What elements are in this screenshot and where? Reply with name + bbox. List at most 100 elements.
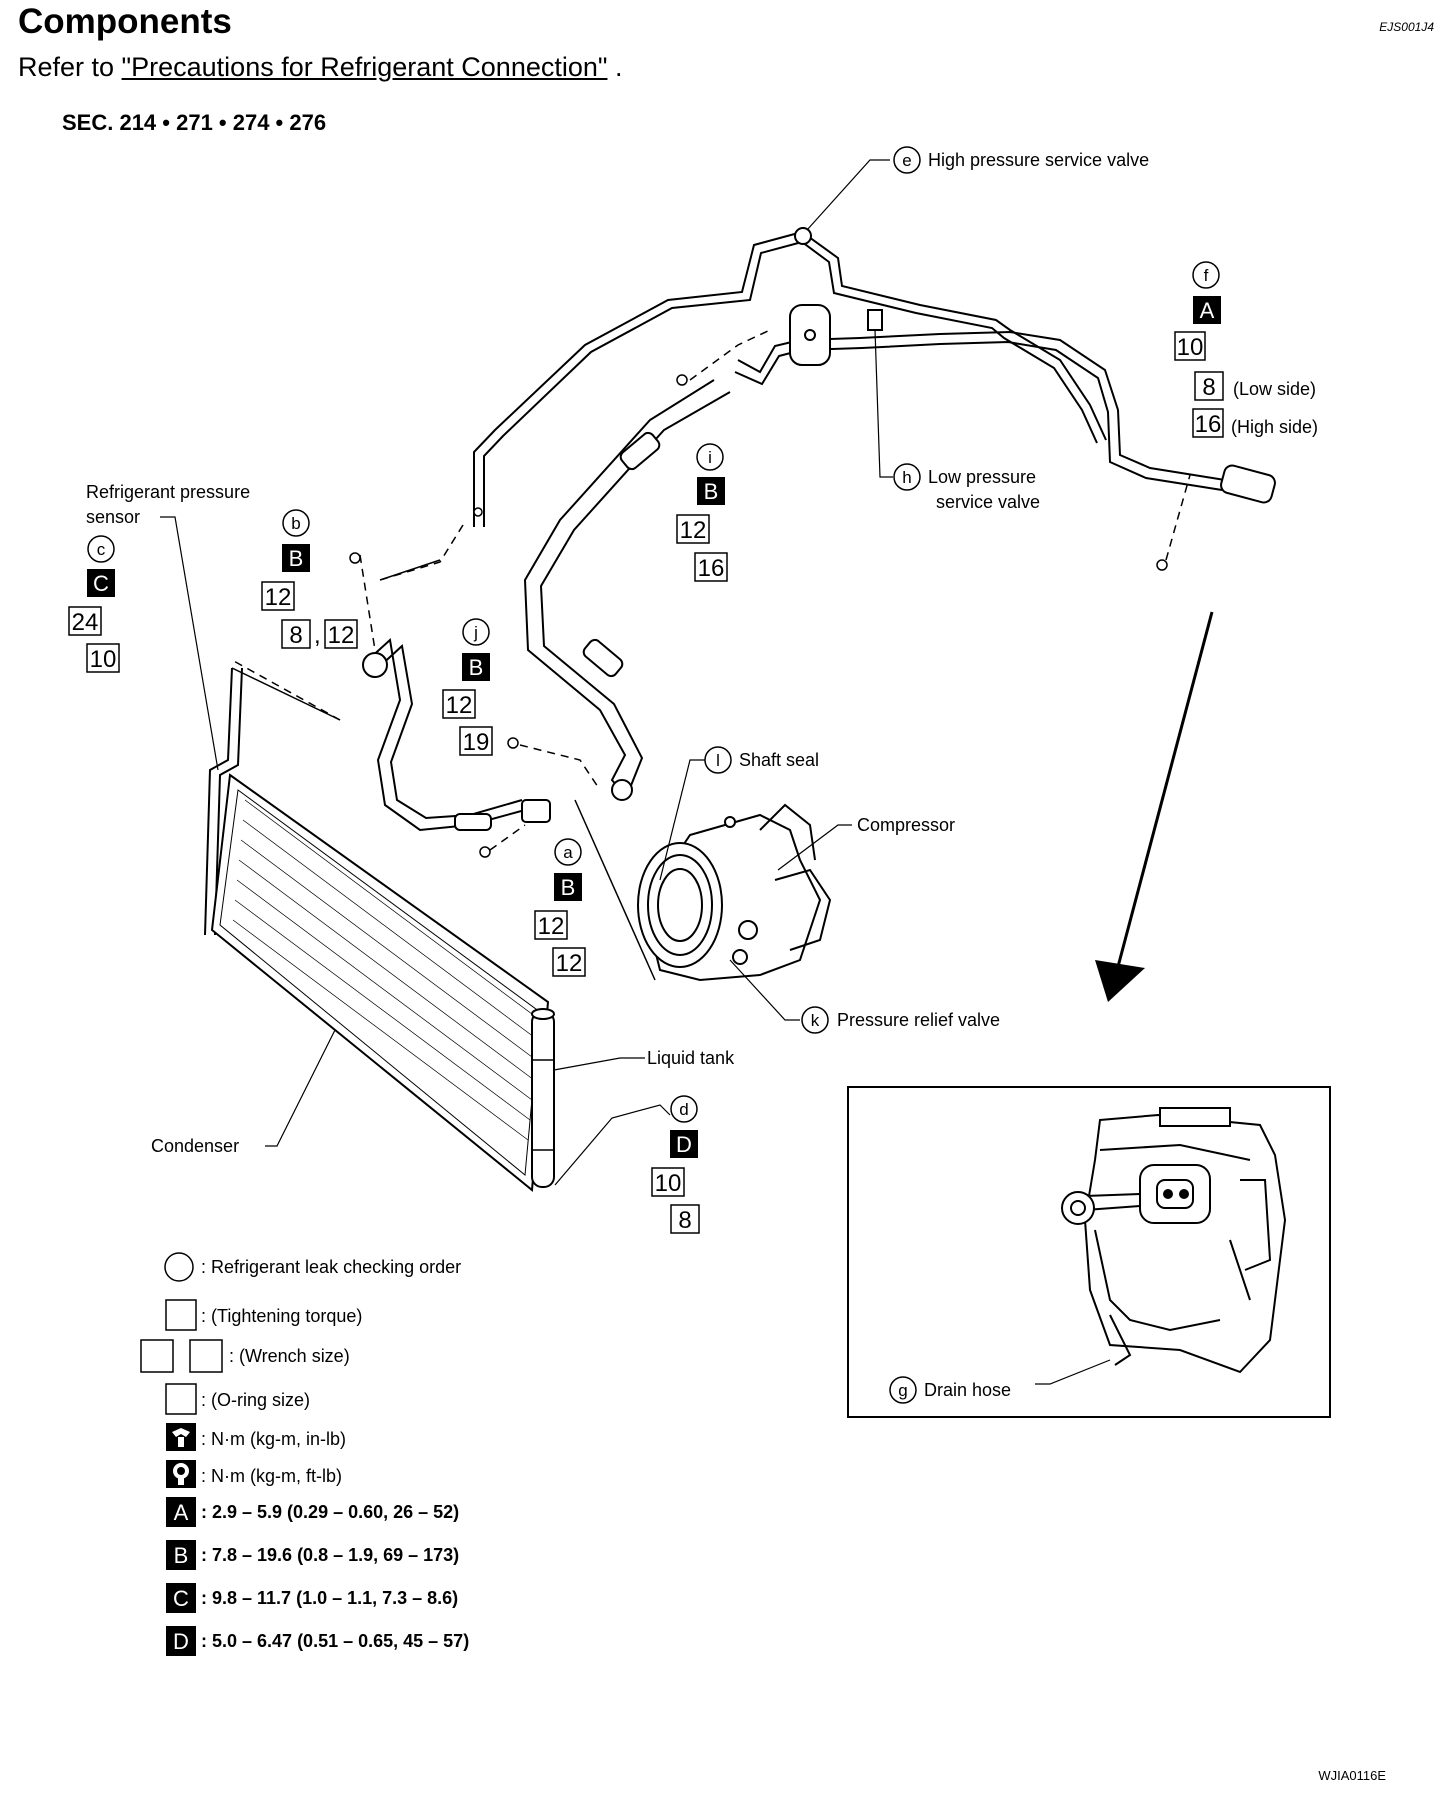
drain-hose-label: Drain hose (924, 1380, 1011, 1400)
callout-f-torque-class: A (1200, 298, 1215, 323)
callout-h-circle (893, 463, 921, 491)
callout-a-circle (554, 838, 582, 866)
legend-torque-symbol (165, 1299, 197, 1331)
callout-l-circle (704, 746, 732, 774)
torque-wrench-icon (166, 1423, 196, 1451)
expansion-valve-fitting-inner (1070, 1200, 1086, 1216)
callout-f-high-side-label: (High side) (1231, 417, 1318, 437)
legend-oring-text: : (O-ring size) (201, 1390, 310, 1410)
precautions-link[interactable]: "Precautions for Refrigerant Connection" (121, 52, 608, 82)
callout-c-wrench-box (68, 606, 102, 636)
fitting-bolt-hole (804, 329, 816, 341)
callout-d-wrench-size: 10 (655, 1170, 682, 1197)
condenser-label: Condenser (151, 1136, 239, 1156)
callout-a-torque-class-box (554, 873, 582, 901)
callout-f-torque-class-box (1193, 296, 1221, 324)
low-pressure-service-valve-label-line1: Low pressure (928, 467, 1036, 487)
figure-code: WJIA0116E (1318, 1768, 1386, 1783)
compressor-fitting (738, 920, 758, 940)
callout-j-circle (462, 618, 490, 646)
discharge-hose-sleeve (454, 813, 492, 831)
callout-f-wrench-size: 10 (1177, 334, 1204, 361)
callout-j-torque-class-box (462, 653, 490, 681)
condenser-fins (232, 799, 541, 1141)
callout-c-torque-class: C (93, 571, 109, 596)
callout-e-letter: e (902, 151, 911, 170)
callout-i-torque-class-box (697, 477, 725, 505)
legend-c-value: : 9.8 – 11.7 (1.0 – 1.1, 7.3 – 8.6) (201, 1588, 458, 1608)
callout-f-oring-high-box (1192, 408, 1224, 438)
document-code: EJS001J4 (1379, 20, 1434, 34)
callout-c-oring-box (86, 643, 120, 673)
callout-h-letter: h (902, 468, 911, 487)
compressor-pulley (637, 842, 723, 968)
callout-a-oring-box (552, 947, 586, 977)
refrigerant-pressure-sensor-label-line1: Refrigerant pressure (86, 482, 250, 502)
compressor-inlet-fitting (611, 779, 633, 801)
box-wrench-icon (166, 1460, 196, 1488)
legend-b-value: : 7.8 – 19.6 (0.8 – 1.9, 69 – 173) (201, 1545, 459, 1565)
legend-oring-symbol (165, 1383, 197, 1415)
legend-d-letter: D (173, 1629, 189, 1654)
callout-f-wrench-box (1174, 331, 1206, 361)
expansion-valve-fitting (1061, 1191, 1095, 1225)
callout-a-wrench-box (534, 910, 568, 940)
callout-i-circle (696, 443, 724, 471)
right-pipe-flange (1220, 464, 1276, 504)
callout-j-oring-box (459, 726, 493, 756)
legend-unit-in-lb: : N·m (kg-m, in-lb) (201, 1429, 346, 1449)
callout-k-letter: k (811, 1011, 820, 1030)
condenser (210, 773, 550, 1192)
liquid-tank-top (531, 1008, 555, 1020)
callout-d-oring-box (670, 1204, 700, 1234)
legend-d-value: : 5.0 – 6.47 (0.51 – 0.65, 45 – 57) (201, 1631, 469, 1651)
legend-c-letter: C (173, 1586, 189, 1611)
discharge-hose (367, 638, 526, 832)
callout-k-circle (801, 1006, 829, 1034)
callout-b-oring-size-1: 8 (289, 622, 302, 649)
callout-g-letter: g (898, 1381, 907, 1400)
compressor-reference-lines (231, 559, 656, 981)
callout-a: a B 12 12 (534, 838, 586, 977)
compressor-pulley-groove (647, 854, 713, 956)
bolt (479, 846, 491, 858)
callout-f-oring-low: 8 (1202, 374, 1215, 401)
legend-leak-order-symbol (164, 1252, 194, 1282)
callout-d-torque-class: D (676, 1132, 692, 1157)
callout-b-wrench-size: 12 (265, 584, 292, 611)
callout-b-oring-size-2: 12 (328, 622, 355, 649)
callout-i-wrench-size: 12 (680, 517, 707, 544)
suction-hose (523, 379, 731, 791)
legend-unit-ft-lb: : N·m (kg-m, ft-lb) (201, 1466, 342, 1486)
liquid-tank (531, 1011, 555, 1188)
drain-hose (1109, 1314, 1132, 1366)
page-title: Components (18, 2, 232, 41)
suction-hose-sleeves (582, 431, 661, 678)
legend-wrench-symbol-1 (140, 1339, 174, 1373)
callout-j-letter: j (473, 623, 478, 642)
callout-d-circle (670, 1095, 698, 1123)
legend-c-box (166, 1583, 196, 1613)
callout-l: l Shaft seal (704, 746, 819, 774)
low-pressure-service-valve-label-line2: service valve (936, 492, 1040, 512)
bolt (473, 507, 483, 517)
callout-d-oring-size: 8 (678, 1207, 691, 1234)
direction-arrow-shaft (1113, 611, 1214, 979)
callout-d-wrench-box (651, 1167, 685, 1197)
bolt (349, 552, 361, 564)
evaporator-port (1179, 1189, 1189, 1199)
callout-f: f A 10 8 (Low side) 16 (High side) (1174, 261, 1318, 438)
callout-b-letter: b (291, 514, 300, 533)
callout-f-letter: f (1204, 266, 1209, 285)
legend-wrench-symbol-2 (189, 1339, 223, 1373)
callout-i-torque-class: B (704, 479, 719, 504)
condenser-core (219, 789, 541, 1176)
callout-a-oring-size: 12 (556, 950, 583, 977)
heater-unit-top-port (1159, 1107, 1231, 1127)
callout-i-letter: i (708, 448, 712, 467)
callout-g-circle (889, 1376, 917, 1404)
callout-c: Refrigerant pressure sensor c C 24 10 (68, 482, 250, 673)
callout-d-torque-class-box (670, 1130, 698, 1158)
callout-j-torque-class: B (469, 655, 484, 680)
legend-a-value: : 2.9 – 5.9 (0.29 – 0.60, 26 – 52) (201, 1502, 459, 1522)
